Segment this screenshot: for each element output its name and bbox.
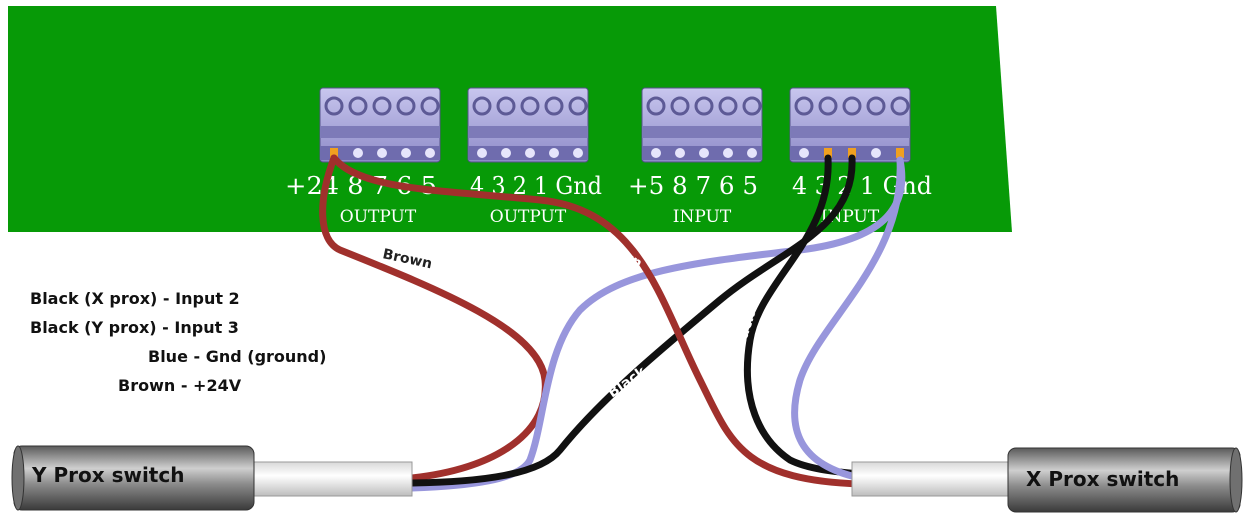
terminal-block-input-a	[641, 87, 763, 163]
legend-line-1: Black (X prox) - Input 2	[30, 289, 240, 308]
black-wire-x	[743, 154, 864, 478]
section-label-output-a: OUTPUT	[340, 207, 417, 227]
pin-label-input-b: 4 3 2 1 Gnd	[792, 172, 932, 200]
terminal-block-output-a	[319, 87, 441, 163]
legend-line-2: Black (Y prox) - Input 3	[30, 318, 239, 337]
brown-wire-y	[319, 154, 549, 482]
legend-line-4: Brown - +24V	[118, 376, 242, 395]
y-prox-switch-label: Y Prox switch	[31, 463, 184, 487]
wire-label-black-y: Black	[605, 363, 650, 401]
black-wire-y	[408, 154, 856, 487]
pin-label-input-a: +5 8 7 6 5	[628, 172, 758, 200]
wire-label-blue-x: Blue	[884, 245, 907, 283]
terminal-block-output-b	[467, 87, 589, 163]
legend-line-3: Blue - Gnd (ground)	[148, 347, 326, 366]
section-label-input-a: INPUT	[673, 207, 732, 227]
blue-wire-x	[791, 156, 904, 482]
section-label-output-b: OUTPUT	[490, 207, 567, 227]
brown-wire-x	[330, 154, 864, 488]
x-prox-switch: X Prox switch	[851, 447, 1243, 513]
x-prox-switch-label: X Prox switch	[1026, 467, 1179, 491]
y-prox-switch: Y Prox switch	[11, 445, 413, 511]
terminal-block-input-b	[789, 87, 911, 163]
